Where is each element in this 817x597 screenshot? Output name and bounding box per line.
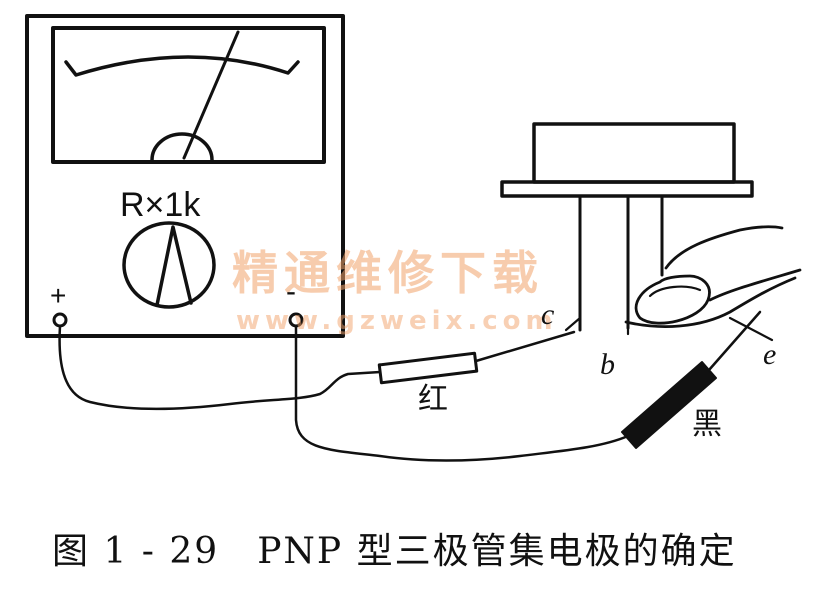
plus-terminal	[52, 312, 68, 328]
black-probe-label: 黑	[692, 407, 722, 442]
black-probe-tip	[707, 310, 762, 372]
meter-needle	[182, 30, 240, 160]
range-selector-knob	[122, 221, 216, 309]
meter-display-window	[51, 26, 326, 164]
black-probe	[621, 361, 717, 449]
base-label: b	[600, 348, 615, 381]
watermark-url: www.gzweix.com	[236, 306, 558, 336]
emitter-pointer-line	[728, 316, 774, 342]
red-lead-wire	[58, 324, 382, 411]
collector-label: c	[541, 298, 555, 331]
collector-probe-contact	[564, 316, 582, 332]
meter-scale-arc	[64, 55, 300, 77]
hand-fingertip	[634, 274, 711, 325]
transistor-flange	[500, 180, 754, 198]
red-probe-tip	[474, 330, 576, 363]
red-probe-label: 红	[418, 382, 448, 417]
meter-needle-pivot	[150, 132, 214, 162]
figure-caption: 图 1 - 29 PNP 型三极管集电极的确定	[52, 531, 737, 572]
hand-upper-finger	[664, 225, 784, 270]
hand-finger-nail	[648, 285, 702, 298]
emitter-label: e	[763, 338, 777, 371]
transistor-cap	[532, 122, 736, 184]
watermark-text: 精通维修下载	[232, 246, 544, 300]
hand-palm-edge	[708, 268, 802, 302]
plus-label: +	[50, 280, 67, 311]
hand-lower-finger	[624, 276, 797, 328]
range-label: R×1k	[120, 186, 201, 224]
black-lead-wire	[294, 324, 630, 462]
minus-label: -	[286, 275, 296, 308]
range-selector-pointer	[155, 225, 193, 307]
red-probe	[377, 351, 479, 385]
multimeter-body	[25, 14, 345, 338]
